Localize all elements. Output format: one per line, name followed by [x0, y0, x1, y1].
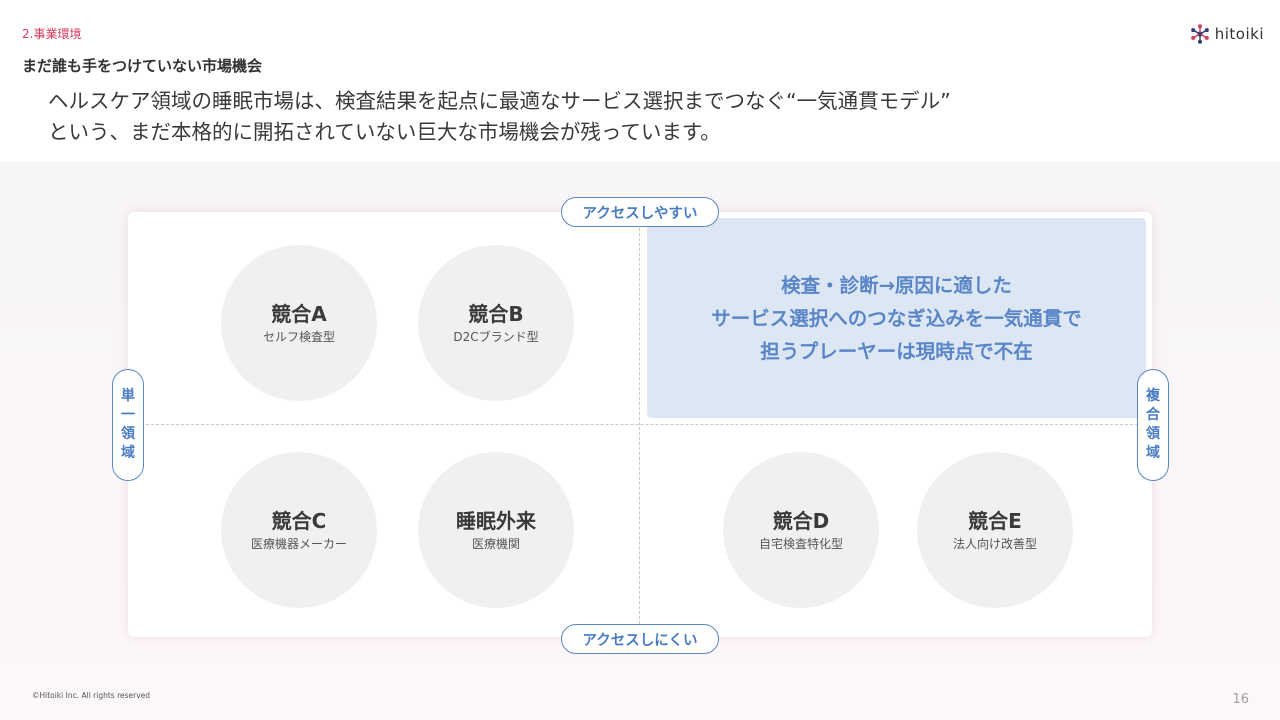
axis-label-bottom: アクセスしにくい: [561, 624, 719, 654]
competitor-name: 競合D: [772, 509, 830, 533]
vertical-axis-line: [639, 228, 640, 624]
horizontal-axis-line: [146, 424, 1138, 425]
page-number: 16: [1232, 692, 1249, 707]
opportunity-line-3: 担うプレーヤーは現時点で不在: [760, 339, 1033, 363]
axis-label-top: アクセスしやすい: [561, 197, 719, 227]
competitor-name: 睡眠外来: [456, 509, 536, 533]
competitor-circle-e: 競合E 法人向け改善型: [917, 452, 1073, 608]
competitor-name: 競合E: [968, 509, 1022, 533]
slide-title: まだ誰も手をつけていない市場機会: [22, 57, 263, 75]
competitor-name: 競合C: [271, 509, 327, 533]
competitor-type: 法人向け改善型: [952, 537, 1037, 551]
lead-text: ヘルスケア領域の睡眠市場は、検査結果を起点に最適なサービス選択までつなぐ“一気通…: [48, 86, 1228, 148]
axis-label-right: 複合領域: [1137, 369, 1169, 481]
axis-label-left-text: 単一領域: [121, 388, 135, 461]
axis-label-right-text: 複合領域: [1146, 388, 1160, 461]
competitor-name: 競合B: [468, 302, 524, 326]
company-logo: hitoiki: [1189, 22, 1264, 46]
competitor-type: 医療機関: [471, 537, 520, 551]
copyright: ©Hitoiki Inc. All rights reserved: [32, 691, 151, 700]
logo-text: hitoiki: [1214, 25, 1264, 43]
competitor-type: 自宅検査特化型: [758, 537, 843, 551]
competitor-name: 競合A: [271, 302, 327, 326]
competitor-circle-sleep-clinic: 睡眠外来 医療機関: [418, 452, 574, 608]
competitor-circle-a: 競合A セルフ検査型: [221, 245, 377, 401]
competitor-circle-b: 競合B D2Cブランド型: [418, 245, 574, 401]
header-area: 2.事業環境 まだ誰も手をつけていない市場機会 ヘルスケア領域の睡眠市場は、検査…: [0, 0, 1280, 162]
competitor-type: 医療機器メーカー: [250, 537, 347, 551]
competitor-circle-d: 競合D 自宅検査特化型: [723, 452, 879, 608]
competitor-circle-c: 競合C 医療機器メーカー: [221, 452, 377, 608]
opportunity-quadrant: 検査・診断→原因に適した サービス選択へのつなぎ込みを一気通貫で 担うプレーヤー…: [647, 218, 1146, 418]
section-label: 2.事業環境: [22, 27, 82, 41]
lead-line-1: ヘルスケア領域の睡眠市場は、検査結果を起点に最適なサービス選択までつなぐ“一気通…: [48, 89, 951, 113]
hitoiki-logo-icon: [1190, 24, 1209, 44]
competitor-type: D2Cブランド型: [453, 330, 539, 344]
opportunity-line-1: 検査・診断→原因に適した: [781, 273, 1012, 297]
lead-line-2: という、まだ本格的に開拓されていない巨大な市場機会が残っています。: [48, 120, 721, 144]
axis-label-left: 単一領域: [112, 369, 144, 481]
opportunity-line-2: サービス選択へのつなぎ込みを一気通貫で: [711, 306, 1082, 330]
competitor-type: セルフ検査型: [262, 330, 335, 344]
